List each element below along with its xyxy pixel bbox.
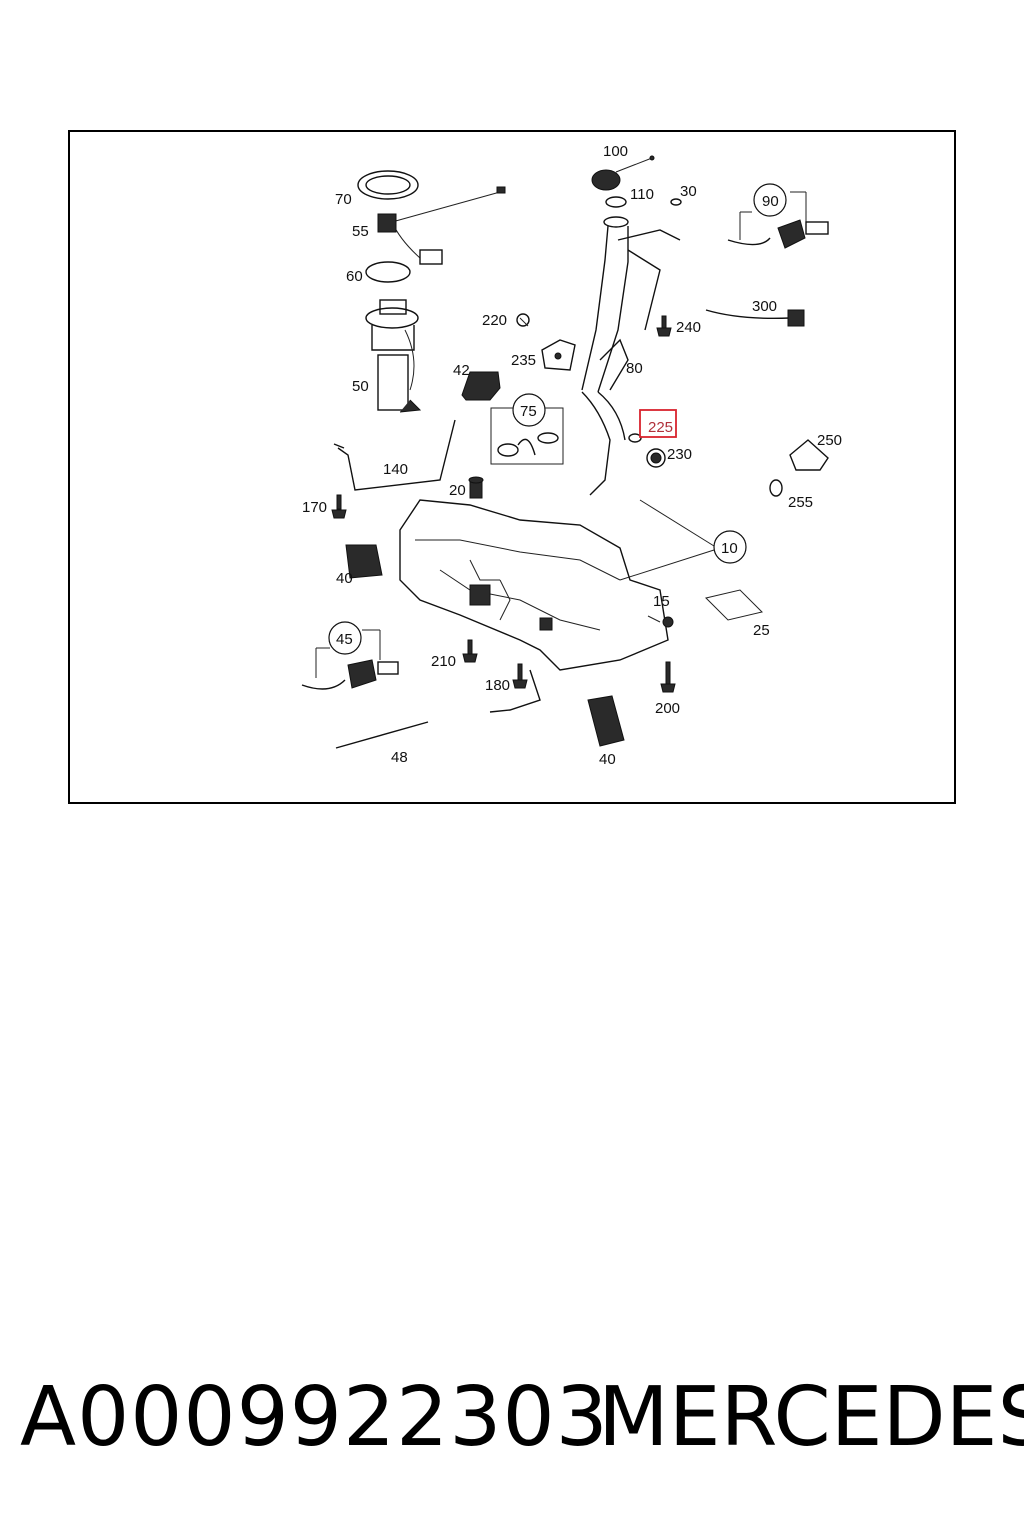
label-220: 220	[482, 312, 507, 329]
grommet-230	[646, 448, 666, 468]
label-45: 45	[336, 631, 353, 648]
label-10: 10	[721, 540, 738, 557]
leader-10a	[639, 499, 715, 547]
bracket-235	[541, 339, 576, 371]
label-210: 210	[431, 653, 456, 670]
washer-30	[670, 198, 682, 206]
connector-15	[647, 615, 674, 628]
part-number: A0009922303	[20, 1370, 609, 1465]
label-48: 48	[391, 749, 408, 766]
bracket-42	[461, 371, 501, 401]
label-250: 250	[817, 432, 842, 449]
label-225: 225	[648, 419, 673, 436]
bolt-200	[660, 661, 676, 693]
grommet-255	[769, 479, 783, 497]
clip-220	[516, 313, 530, 327]
sensor-wire	[391, 186, 506, 265]
label-20: 20	[449, 482, 466, 499]
label-55: 55	[352, 223, 369, 240]
bolt-210	[462, 639, 478, 663]
label-230: 230	[667, 446, 692, 463]
label-30: 30	[680, 183, 697, 200]
label-110: 110	[630, 186, 654, 203]
connector-55	[377, 213, 397, 233]
fuel-system-diagram: 100 110 30 90 70 55 60 220 240 300 235 8…	[301, 143, 842, 768]
fuel-tank-10	[399, 499, 669, 713]
control-module-40b	[587, 695, 625, 747]
callout-circle-45	[328, 621, 362, 655]
callout-circle-10	[713, 530, 747, 564]
seal-ring-225	[628, 433, 642, 443]
bolt-180	[512, 663, 528, 689]
brand-name: MERCEDES	[598, 1370, 1024, 1465]
fuel-pump-assembly	[365, 299, 422, 413]
rod-48	[335, 721, 429, 749]
label-60: 60	[346, 268, 363, 285]
callout-circle-75	[512, 393, 546, 427]
tank-strap-140	[333, 419, 456, 491]
filler-neck-80	[581, 216, 681, 496]
o-ring-60	[365, 261, 411, 283]
label-90: 90	[762, 193, 779, 210]
bolt-170	[331, 494, 347, 519]
bolt-240	[656, 315, 672, 337]
label-255: 255	[788, 494, 813, 511]
label-25: 25	[753, 622, 770, 639]
valve-20	[468, 476, 484, 499]
label-75: 75	[520, 403, 537, 420]
callout-circle-90	[753, 183, 787, 217]
heat-shield-250	[789, 439, 829, 471]
label-70: 70	[335, 191, 352, 208]
label-100: 100	[603, 143, 628, 160]
diagram-frame	[68, 130, 956, 804]
label-15: 15	[653, 593, 670, 610]
label-240: 240	[676, 319, 701, 336]
seal-110	[605, 196, 627, 208]
label-40-bottom: 40	[599, 751, 616, 768]
pump-flange-ring	[357, 170, 419, 200]
label-200: 200	[655, 700, 680, 717]
label-140: 140	[383, 461, 408, 478]
fuel-cap-100	[591, 155, 655, 191]
leader-10b	[619, 549, 715, 581]
label-50: 50	[352, 378, 369, 395]
caption: A0009922303 MERCEDES	[0, 1370, 1024, 1470]
label-80: 80	[626, 360, 643, 377]
label-plate-25	[705, 589, 763, 621]
highlight-box-225	[639, 409, 677, 438]
label-40-left: 40	[336, 570, 353, 587]
label-300: 300	[752, 298, 777, 315]
control-module-40a	[345, 544, 383, 579]
label-170: 170	[302, 499, 327, 516]
sensor-set-45	[301, 629, 399, 690]
label-235: 235	[511, 352, 536, 369]
sensor-set-90	[727, 191, 829, 249]
label-180: 180	[485, 677, 510, 694]
label-42: 42	[453, 362, 470, 379]
hose-300	[705, 309, 805, 327]
